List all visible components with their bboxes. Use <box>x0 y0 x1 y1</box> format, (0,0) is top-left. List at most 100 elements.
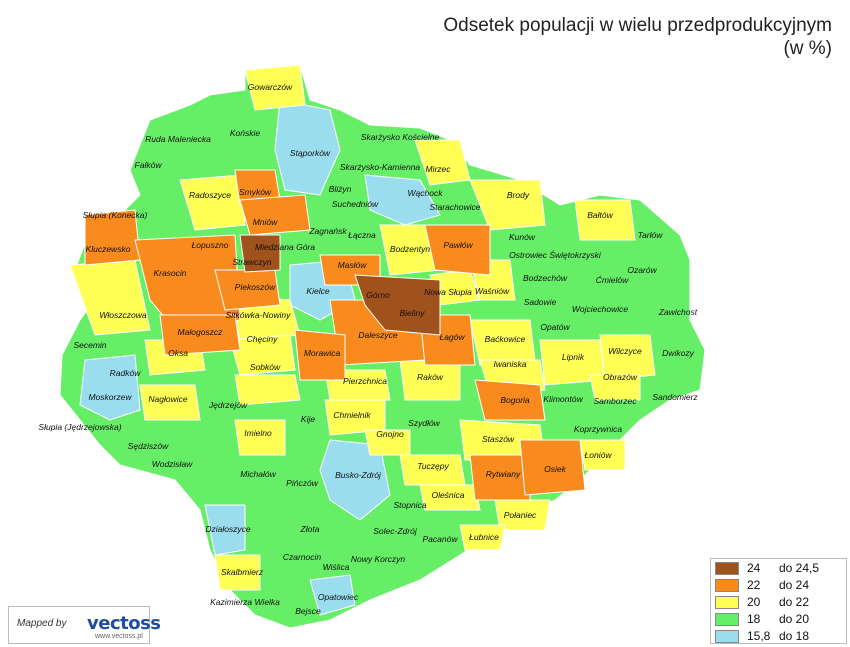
legend-swatch <box>715 612 739 626</box>
title-line-1: Odsetek populacji w wielu przedprodukcyj… <box>443 15 832 36</box>
municipality-label: Górno <box>366 290 390 300</box>
municipality-label: Łopuszno <box>192 240 229 250</box>
municipality-label: Pierzchnica <box>343 376 387 386</box>
region-brody <box>469 179 546 231</box>
municipality-label: Busko-Zdrój <box>335 470 382 480</box>
municipality-label: Fałków <box>135 160 163 170</box>
municipality-label: Dwikozy <box>662 348 694 358</box>
municipality-label: Solec-Zdrój <box>373 526 418 536</box>
municipality-label: Kazimierza Wielka <box>210 597 280 607</box>
municipality-label: Staszów <box>482 434 515 444</box>
municipality-label: Kunów <box>509 232 536 242</box>
municipality-label: Bejsce <box>295 606 321 616</box>
region-wilczyce <box>599 334 656 381</box>
municipality-label: Sędziszów <box>128 441 169 451</box>
municipality-label: Smyków <box>239 187 272 197</box>
municipality-label: Gnojno <box>376 429 404 439</box>
legend-swatch <box>715 561 739 575</box>
region-malogoszcz <box>159 314 241 356</box>
region-morawica <box>294 329 346 381</box>
legend-item: 24 do 24,5 <box>715 560 842 576</box>
region-lonow <box>579 439 626 471</box>
mapped-by-text: Mapped by <box>17 618 67 629</box>
municipality-label: Jędrzejów <box>208 400 248 410</box>
municipality-label: Ostrowiec Świętokrzyski <box>509 249 602 260</box>
region-radoszyce <box>179 174 246 231</box>
municipality-label: Wilczyce <box>608 346 642 356</box>
legend-from: 24 <box>747 561 761 575</box>
region-gorno-bieliny <box>354 274 441 336</box>
region-gowarczow <box>244 64 306 111</box>
municipality-label: Kije <box>301 414 315 424</box>
region-rytwiany <box>469 454 531 501</box>
municipality-label: Starachowice <box>429 202 480 212</box>
municipality-label: Strawczyn <box>232 257 271 267</box>
region-mniow <box>239 194 311 236</box>
vectoss-logo: vectoss <box>87 613 161 634</box>
municipality-label: Lipnik <box>562 352 585 362</box>
municipality-label: Oleśnica <box>431 490 464 500</box>
region-radkow <box>79 354 141 421</box>
municipality-label: Klimontów <box>543 394 583 404</box>
municipality-label: Iwaniska <box>493 359 526 369</box>
municipality-label: Wodzisław <box>152 459 193 469</box>
mapped-by-box: Mapped by vectoss www.vectoss.pl <box>8 606 161 644</box>
municipality-label: Zawichost <box>658 307 698 317</box>
region-osiek <box>519 439 586 496</box>
legend-from: 20 <box>747 595 761 609</box>
municipality-label: Bieliny <box>399 308 425 318</box>
municipality-label: Połaniec <box>504 510 537 520</box>
municipality-label: Tarłów <box>638 230 664 240</box>
legend-from: 22 <box>747 578 761 592</box>
municipality-label: Michałów <box>240 469 276 479</box>
region-pawlow <box>424 224 491 276</box>
municipality-label: Masłów <box>338 260 368 270</box>
legend-from: 15,8 <box>747 629 771 643</box>
municipality-label: Ozarów <box>627 265 657 275</box>
municipality-label: Nagłowice <box>148 394 187 404</box>
region-skalbmierz <box>214 554 261 591</box>
municipality-label: Czarnocin <box>283 552 322 562</box>
municipality-label: Chmielnik <box>333 410 371 420</box>
municipality-label: Stopnica <box>393 500 426 510</box>
municipality-label: Nowy Korczyn <box>351 554 406 564</box>
municipality-label: Ruda Maleniecka <box>145 134 211 144</box>
legend-swatch <box>715 595 739 609</box>
municipality-label: Krasocin <box>153 268 186 278</box>
municipality-label: Skarżysko Kościelne <box>361 132 440 142</box>
municipality-label: Wiślica <box>323 562 350 572</box>
municipality-label: Zagnańsk <box>308 226 347 236</box>
region-dzialoszyce <box>204 504 246 556</box>
map-title: Odsetek populacji w wielu przedprodukcyj… <box>443 14 832 60</box>
municipality-label: Sadowie <box>524 297 557 307</box>
region-baltow <box>574 199 636 241</box>
region-staporkow <box>274 99 341 196</box>
logo-url: www.vectoss.pl <box>95 633 143 640</box>
municipality-label: Miedziana Góra <box>255 242 315 252</box>
municipality-label: Suchedniów <box>332 199 379 209</box>
municipality-label: Rytwiany <box>486 469 521 479</box>
region-olesnica <box>419 484 481 511</box>
municipality-label: Raków <box>417 372 444 382</box>
title-line-2: (w %) <box>783 38 832 59</box>
region-imielno <box>234 419 286 456</box>
municipality-label: Szydłów <box>408 418 441 428</box>
municipality-label: Obrazów <box>603 372 638 382</box>
municipality-label: Małogoszcz <box>178 327 224 337</box>
municipality-label: Skalbmierz <box>221 567 264 577</box>
municipality-label: Oksa <box>168 348 188 358</box>
municipality-label: Radoszyce <box>189 190 231 200</box>
municipality-label: Brody <box>507 190 530 200</box>
municipality-label: Kluczewsko <box>86 244 131 254</box>
region-sobkow <box>234 374 301 406</box>
municipality-label: Pińczów <box>286 478 319 488</box>
region-strawczyn <box>239 234 281 273</box>
legend-to: do 24,5 <box>779 561 820 575</box>
municipality-label: Wojciechowice <box>572 304 628 314</box>
